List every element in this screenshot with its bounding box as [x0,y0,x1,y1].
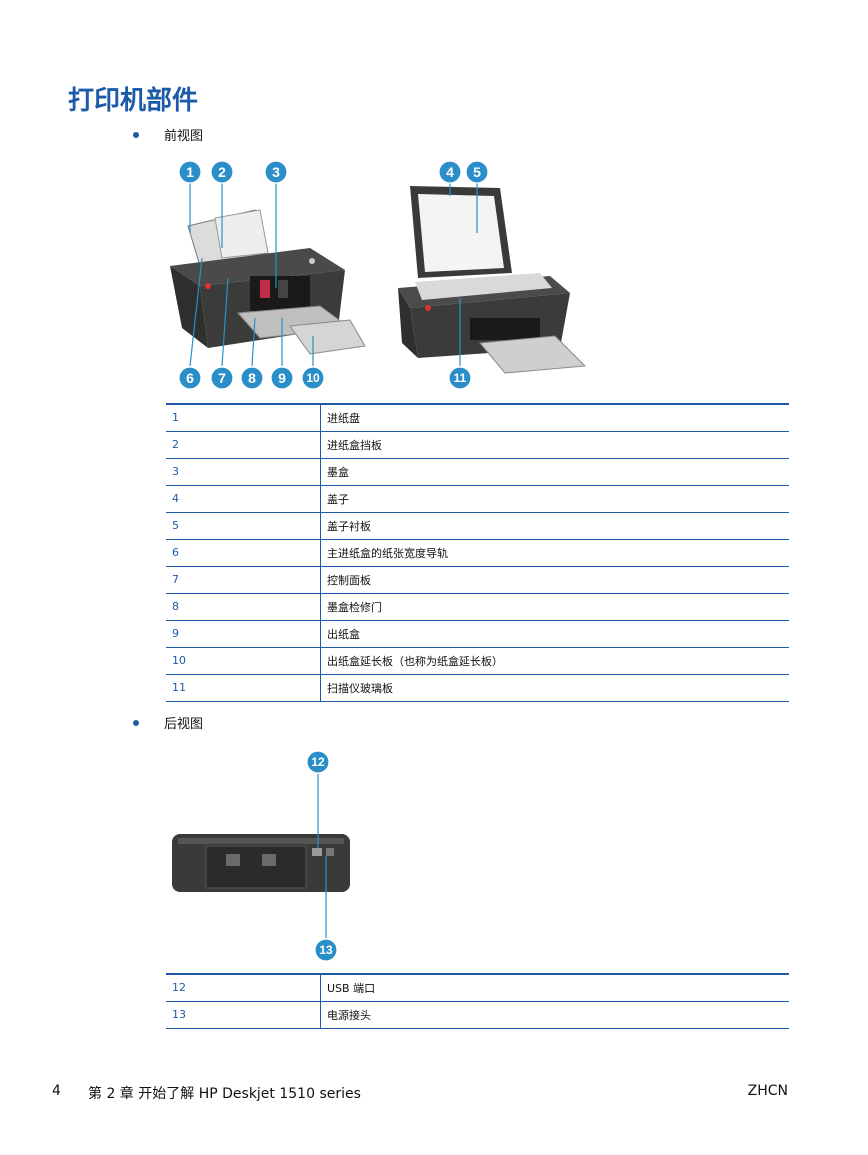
bullet-dot-icon [133,719,139,726]
part-number: 6 [166,539,321,567]
callout-13: 13 [314,938,338,962]
part-description: 主进纸盒的纸张宽度导轨 [320,539,789,567]
part-description: 进纸盘 [320,403,789,432]
part-description: 控制面板 [320,566,789,594]
page-title: 打印机部件 [68,86,199,116]
front-view-label: 前视图 [164,129,204,144]
svg-text:10: 10 [306,371,320,385]
part-description: 盖子 [320,485,789,513]
part-description: 墨盒 [320,458,789,486]
front-view-figure: 1 2 3 4 5 6 7 8 9 10 11 [170,160,587,390]
chapter-title: 第 2 章 开始了解 HP Deskjet 1510 series [88,1086,361,1102]
svg-text:5: 5 [473,164,481,180]
part-description: 墨盒检修门 [320,593,789,621]
back-view-label: 后视图 [164,717,204,732]
svg-text:8: 8 [248,370,256,386]
callout-7: 7 [210,366,234,390]
svg-text:1: 1 [186,164,194,180]
part-description: USB 端口 [320,973,789,1002]
part-number: 5 [166,512,321,540]
svg-text:7: 7 [218,370,226,386]
part-number: 9 [166,620,321,648]
part-description: 电源接头 [320,1001,789,1029]
svg-text:2: 2 [218,164,226,180]
svg-text:11: 11 [454,371,467,385]
back-view-bullet: 后视图 [133,713,203,732]
callout-11: 11 [448,366,472,390]
part-number: 3 [166,458,321,486]
part-number: 2 [166,431,321,459]
part-number: 7 [166,566,321,594]
part-number: 11 [166,674,321,702]
callout-10: 10 [301,366,325,390]
callout-2: 2 [210,160,234,184]
svg-text:4: 4 [446,164,454,180]
callout-3: 3 [264,160,288,184]
svg-text:13: 13 [319,943,333,957]
part-number: 10 [166,647,321,675]
back-view-figure: 12 13 [172,750,350,962]
callout-4: 4 [438,160,462,184]
callout-8: 8 [240,366,264,390]
printer-lid-open-illustration [398,186,587,374]
callout-6: 6 [178,366,202,390]
printer-front-illustration [170,209,366,355]
printer-back-illustration [172,834,350,892]
svg-text:3: 3 [272,164,280,180]
part-number: 1 [166,403,321,432]
part-number: 4 [166,485,321,513]
callout-1: 1 [178,160,202,184]
callout-5: 5 [465,160,489,184]
part-description: 出纸盒 [320,620,789,648]
part-description: 出纸盒延长板（也称为纸盒延长板） [320,647,789,675]
part-number: 12 [166,973,321,1002]
part-number: 13 [166,1001,321,1029]
page-number: 4 [52,1083,61,1099]
svg-text:12: 12 [311,755,325,769]
callout-12: 12 [306,750,330,774]
front-view-bullet: 前视图 [133,125,203,144]
svg-text:9: 9 [278,370,286,386]
bullet-dot-icon [133,131,139,138]
locale-code: ZHCN [747,1083,788,1099]
svg-text:6: 6 [186,370,194,386]
part-number: 8 [166,593,321,621]
part-description: 进纸盒挡板 [320,431,789,459]
callout-9: 9 [270,366,294,390]
part-description: 扫描仪玻璃板 [320,674,789,702]
part-description: 盖子衬板 [320,512,789,540]
